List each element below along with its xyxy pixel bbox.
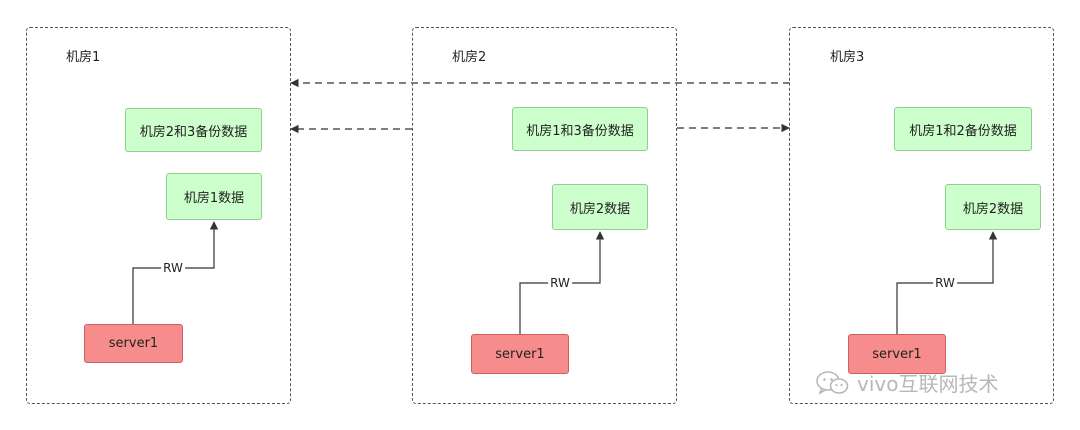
room-2-rw-label: RW (548, 276, 572, 290)
room-3-server-node: server1 (848, 334, 946, 374)
room-3-label: 机房3 (830, 50, 865, 65)
room-3-data-node: 机房2数据 (945, 184, 1041, 230)
room-3-rw-label: RW (933, 276, 957, 290)
room-2-label: 机房2 (452, 50, 487, 65)
watermark: vivo互联网技术 (815, 368, 998, 397)
room-1-container (26, 27, 291, 404)
room-3-container (789, 27, 1054, 404)
room-2-server-node: server1 (471, 334, 569, 374)
room-1-data-node: 机房1数据 (166, 173, 262, 220)
room-1-server-node: server1 (84, 324, 183, 363)
room-3-backup-data-node: 机房1和2备份数据 (894, 107, 1032, 151)
room-2-backup-data-node: 机房1和3备份数据 (512, 107, 648, 151)
room-2-container (412, 27, 677, 404)
watermark-text: vivo互联网技术 (857, 372, 999, 396)
room-1-rw-label: RW (161, 261, 185, 275)
room-1-label: 机房1 (66, 50, 101, 65)
wechat-icon (816, 370, 849, 395)
room-2-data-node: 机房2数据 (552, 184, 648, 230)
room-1-backup-data-node: 机房2和3备份数据 (125, 108, 262, 152)
